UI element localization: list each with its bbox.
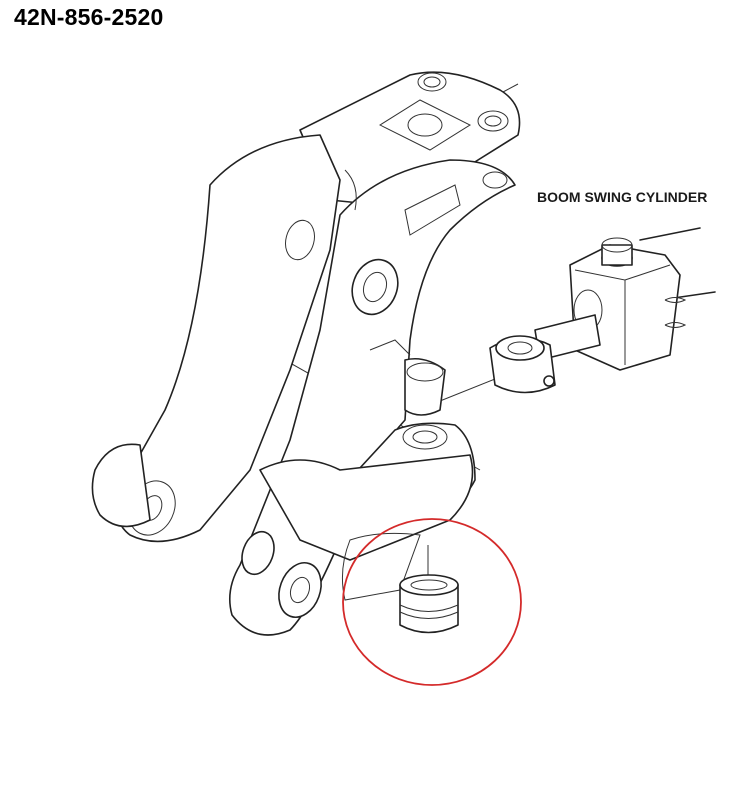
boom-swing-cylinder <box>489 227 716 394</box>
part-number: 42N-856-2520 <box>14 4 164 30</box>
boom-swing-cylinder-label: BOOM SWING CYLINDER <box>537 189 708 205</box>
bushing <box>399 574 459 634</box>
swing-bracket <box>91 71 521 636</box>
highlight-circle <box>342 518 522 686</box>
